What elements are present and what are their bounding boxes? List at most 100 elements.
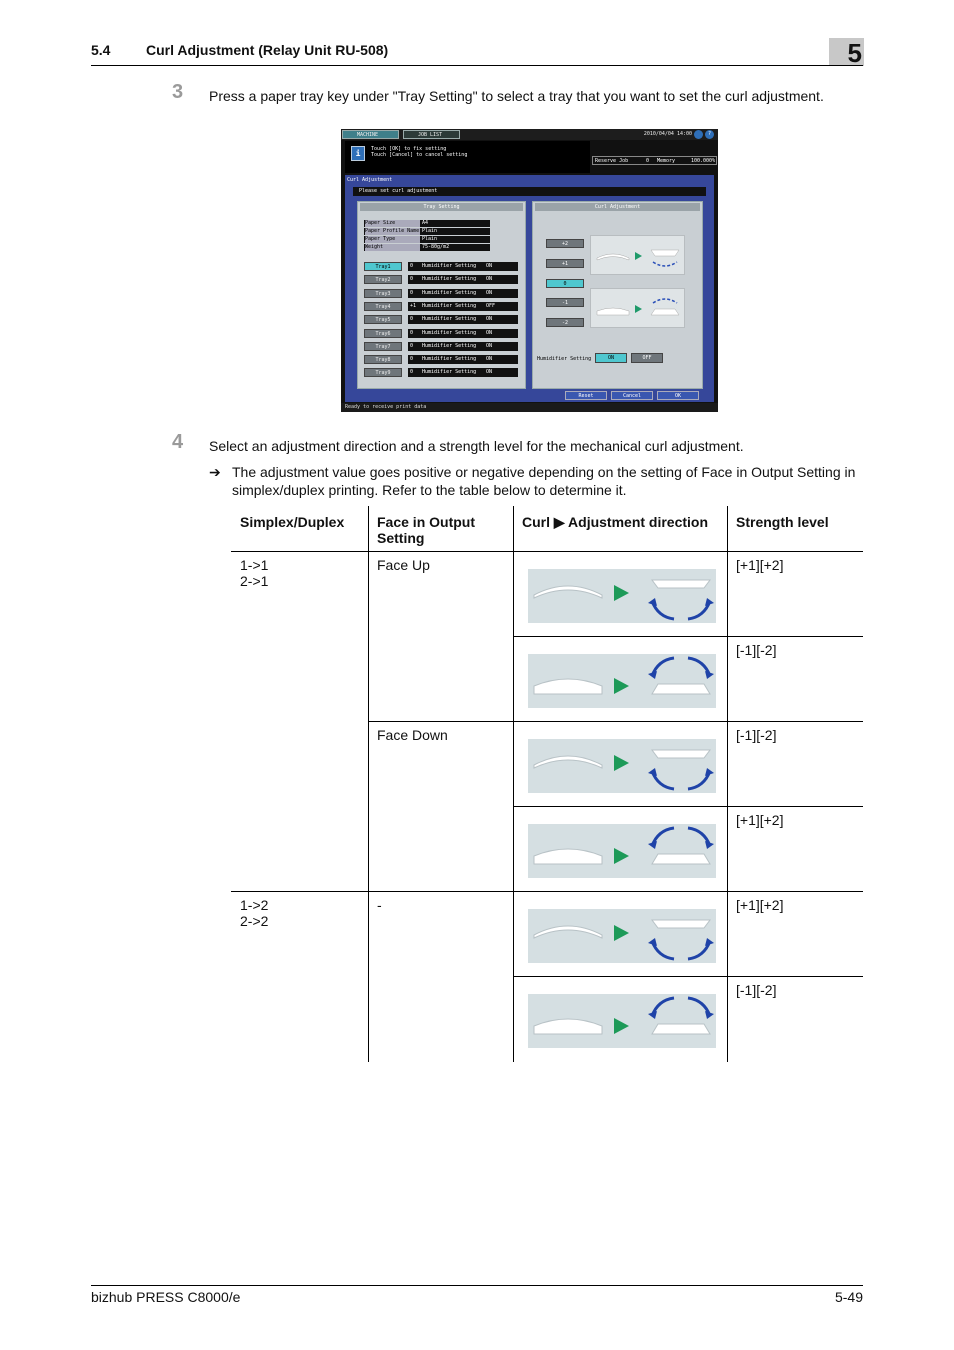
column-header: Face in Output Setting bbox=[377, 514, 475, 546]
step-text: Press a paper tray key under "Tray Setti… bbox=[209, 88, 824, 104]
paper-info-key: Paper Size bbox=[365, 220, 420, 227]
tray-humidifier-value: ON bbox=[486, 369, 493, 376]
tray-curl-value: 0 bbox=[410, 369, 414, 376]
message-line: Touch [OK] to fix setting bbox=[371, 146, 447, 152]
paper-info-key: Paper Profile Name bbox=[365, 228, 420, 235]
footer-divider bbox=[91, 1285, 863, 1286]
tray-button[interactable]: Tray8 bbox=[364, 355, 402, 365]
humidifier-off-button[interactable]: OFF bbox=[631, 353, 663, 363]
column-header: Simplex/Duplex bbox=[240, 514, 345, 530]
ok-button[interactable]: OK bbox=[657, 391, 699, 400]
humidifier-on-button[interactable]: ON bbox=[595, 353, 627, 363]
arrow-icon: ➔ bbox=[209, 464, 221, 480]
tray-button[interactable]: Tray3 bbox=[364, 288, 402, 298]
table-rule bbox=[513, 506, 514, 1062]
humidifier-label: Humidifier Setting bbox=[537, 356, 592, 362]
section-number: 5.4 bbox=[91, 42, 111, 58]
tray-curl-value: 0 bbox=[410, 342, 414, 349]
curl-setting-heading: Curl Adjustment bbox=[535, 203, 700, 211]
cancel-button[interactable]: Cancel bbox=[611, 391, 653, 400]
help-icon[interactable]: ? bbox=[705, 130, 714, 139]
paper-info-value: 75-80g/m2 bbox=[422, 244, 450, 250]
tray-humidifier-value: ON bbox=[486, 289, 493, 296]
curl-up-diagram bbox=[528, 739, 716, 793]
adjust-minus2-button[interactable]: -2 bbox=[546, 318, 584, 327]
counter-icon[interactable] bbox=[694, 130, 703, 139]
tray-button[interactable]: Tray2 bbox=[364, 275, 402, 285]
table-rule bbox=[231, 891, 863, 892]
product-name: bizhub PRESS C8000/e bbox=[91, 1289, 241, 1305]
curl-down-illustration bbox=[590, 288, 685, 328]
machine-screen: MACHINE JOB LIST 2010/04/04 14:00 ? i To… bbox=[341, 129, 718, 412]
paper-info-value: Plain bbox=[422, 228, 438, 234]
step-number: 3 bbox=[172, 81, 184, 103]
strength-cell: [+1][+2] bbox=[736, 812, 784, 828]
reset-button[interactable]: Reset bbox=[565, 391, 607, 400]
curl-adjustment-panel: Curl Adjustment Please set curl adjustme… bbox=[345, 175, 714, 402]
tray-button[interactable]: Tray1 bbox=[364, 262, 402, 271]
table-rule bbox=[513, 636, 863, 637]
tray-curl-value: 0 bbox=[410, 329, 414, 336]
tray-button[interactable]: Tray4 bbox=[364, 301, 402, 311]
status-bar: Ready to receive print data bbox=[341, 403, 718, 412]
tray-humidifier-label: Humidifier Setting bbox=[422, 302, 477, 309]
tray-button[interactable]: Tray7 bbox=[364, 341, 402, 351]
tray-curl-value: +1 bbox=[410, 302, 417, 309]
tray-humidifier-value: ON bbox=[486, 316, 493, 323]
tab-machine[interactable]: MACHINE bbox=[342, 130, 399, 139]
section-title: Curl Adjustment (Relay Unit RU-508) bbox=[146, 42, 389, 58]
tray-humidifier-label: Humidifier Setting bbox=[422, 356, 477, 363]
chapter-number: 5 bbox=[829, 38, 864, 68]
adjust-minus1-button[interactable]: -1 bbox=[546, 298, 584, 307]
paper-info-key: Weight bbox=[365, 244, 420, 251]
column-header: Curl ▶ Adjustment direction bbox=[522, 514, 709, 530]
simplex-cell: 1->1 bbox=[240, 557, 269, 573]
tray-humidifier-label: Humidifier Setting bbox=[422, 316, 477, 323]
tab-job-list[interactable]: JOB LIST bbox=[403, 130, 460, 139]
tray-humidifier-value: ON bbox=[486, 356, 493, 363]
tray-setting-row: 0 Humidifier Setting ON bbox=[408, 368, 518, 378]
tray-humidifier-label: Humidifier Setting bbox=[422, 329, 477, 336]
table-rule bbox=[513, 806, 863, 807]
table-rule bbox=[231, 551, 863, 552]
table-rule bbox=[513, 976, 863, 977]
tray-curl-value: 0 bbox=[410, 356, 414, 363]
tray-humidifier-label: Humidifier Setting bbox=[422, 276, 477, 283]
column-header: Strength level bbox=[736, 514, 829, 530]
tray-humidifier-label: Humidifier Setting bbox=[422, 369, 477, 376]
reserve-value: 0 bbox=[646, 158, 650, 164]
tray-humidifier-label: Humidifier Setting bbox=[422, 263, 477, 269]
tray-button[interactable]: Tray6 bbox=[364, 328, 402, 338]
strength-cell: [-1][-2] bbox=[736, 982, 777, 998]
tray-button[interactable]: Tray9 bbox=[364, 368, 402, 378]
tray-humidifier-value: ON bbox=[486, 329, 493, 336]
tray-setting-heading: Tray Setting bbox=[360, 203, 523, 211]
tray-curl-value: 0 bbox=[410, 276, 414, 283]
message-line: Touch [Cancel] to cancel setting bbox=[371, 152, 468, 158]
simplex-cell: 2->2 bbox=[240, 913, 269, 929]
adjust-plus1-button[interactable]: +1 bbox=[546, 259, 584, 268]
tray-button[interactable]: Tray5 bbox=[364, 315, 402, 325]
tray-humidifier-value: OFF bbox=[486, 302, 496, 309]
face-cell: - bbox=[377, 897, 382, 913]
tray-setting-row: +1 Humidifier Setting OFF bbox=[408, 301, 518, 311]
table-rule bbox=[368, 506, 369, 1062]
table-rule bbox=[727, 506, 728, 1062]
strength-cell: [+1][+2] bbox=[736, 557, 784, 573]
adjust-zero-button[interactable]: 0 bbox=[546, 279, 584, 288]
adjust-plus2-button[interactable]: +2 bbox=[546, 239, 584, 248]
paper-info-value: Plain bbox=[422, 236, 438, 242]
memory-label: Memory bbox=[657, 158, 676, 164]
curl-down-diagram bbox=[528, 654, 716, 708]
message-area: i Touch [OK] to fix setting Touch [Cance… bbox=[345, 141, 590, 173]
step-text: Select an adjustment direction and a str… bbox=[209, 438, 744, 454]
curl-down-diagram bbox=[528, 994, 716, 1048]
screen-prompt: Please set curl adjustment bbox=[353, 187, 706, 196]
strength-cell: [-1][-2] bbox=[736, 727, 777, 743]
screen-title: Curl Adjustment bbox=[347, 177, 393, 183]
